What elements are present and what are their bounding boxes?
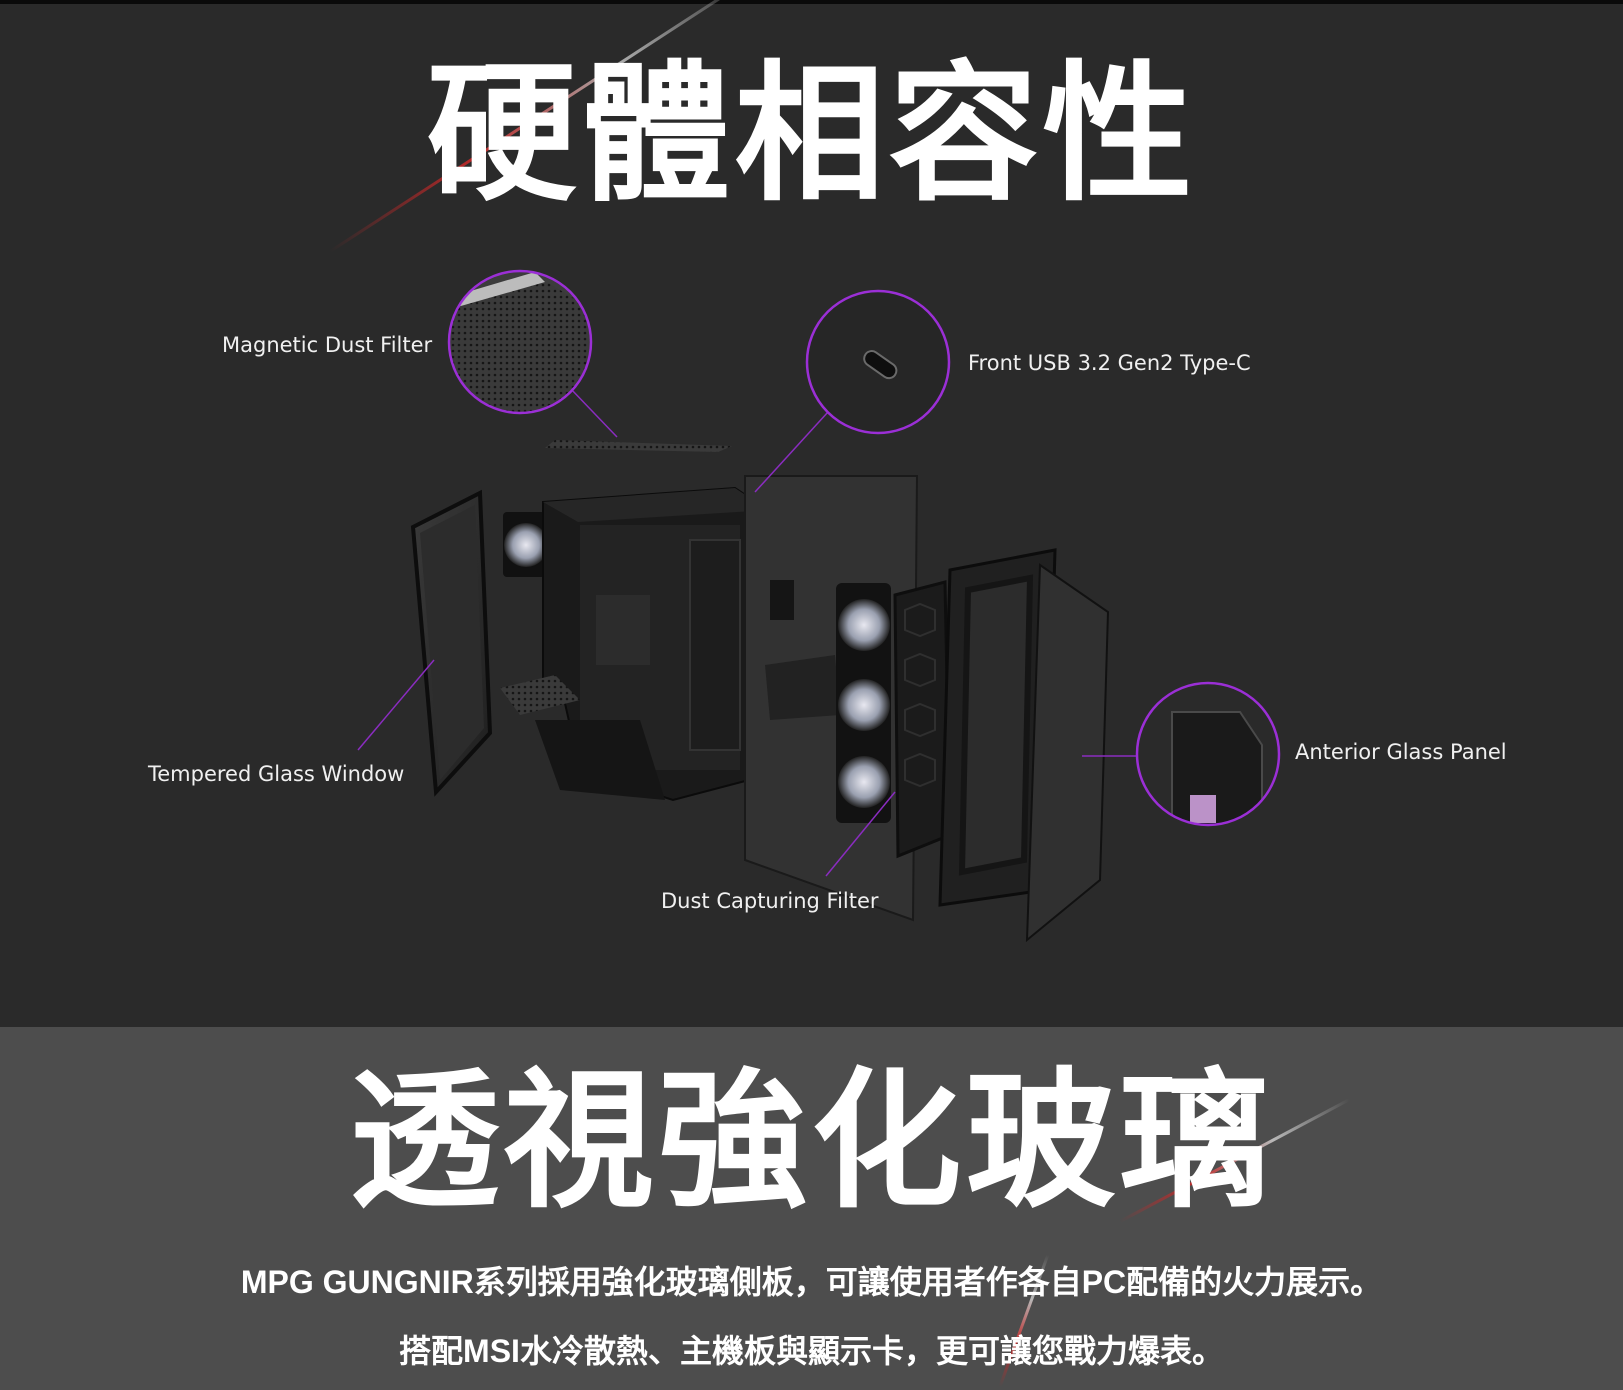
anterior-glass-panel [1025, 563, 1110, 943]
page-title: 硬體相容性 [426, 48, 1197, 222]
anterior-glass-zoom [1137, 683, 1279, 825]
callout-magnetic-dust-filter: Magnetic Dust Filter [222, 333, 433, 357]
section-title: 透視強化玻璃 [349, 1055, 1274, 1229]
magnetic-dust-filter-zoom [449, 271, 591, 413]
dust-filter-sheet [545, 440, 732, 452]
callout-tempered-glass-window: Tempered Glass Window [148, 762, 405, 786]
callout-dust-capturing-filter: Dust Capturing Filter [661, 889, 879, 913]
callout-anterior-glass-panel: Anterior Glass Panel [1295, 740, 1507, 764]
description-line-1: MPG GUNGNIR系列採用強化玻璃側板，可讓使用者作各自PC配備的火力展示。 [240, 1264, 1383, 1300]
front-fan [838, 756, 890, 808]
front-fan [838, 599, 890, 651]
rear-fan [504, 523, 548, 567]
front-fan [838, 679, 890, 731]
callout-front-usb: Front USB 3.2 Gen2 Type-C [968, 351, 1251, 375]
tempered-glass-section [0, 1027, 1623, 1390]
description-line-2: 搭配MSI水冷散熱、主機板與顯示卡，更可讓您戰力爆表。 [399, 1333, 1224, 1369]
case-exploded-view [357, 269, 1281, 943]
